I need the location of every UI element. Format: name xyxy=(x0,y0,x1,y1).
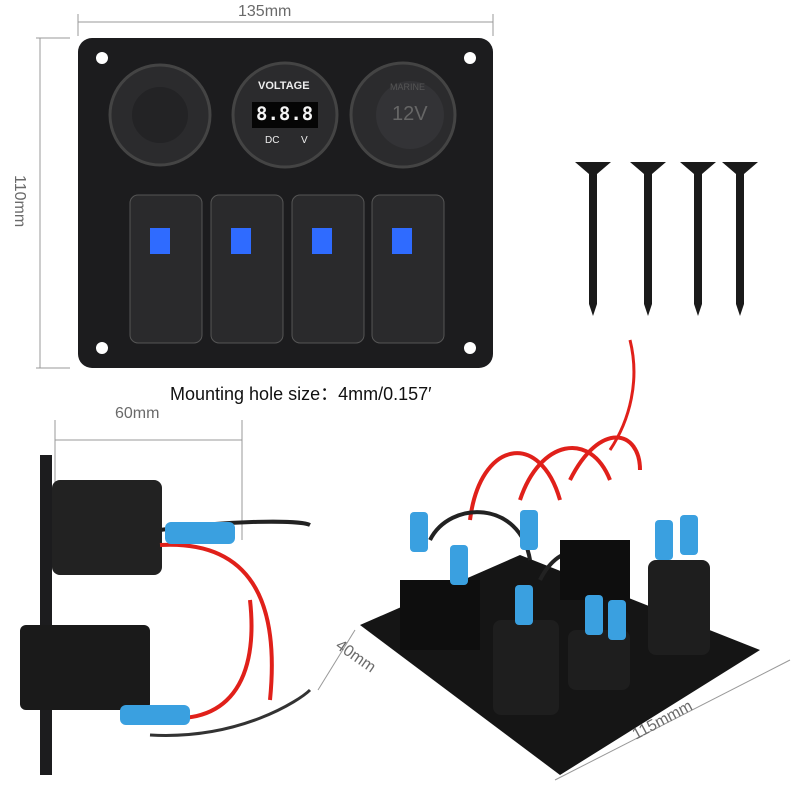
back-view xyxy=(360,339,760,775)
voltmeter-dc-label: DC xyxy=(265,135,280,146)
voltmeter-title: VOLTAGE xyxy=(258,80,310,92)
socket-top-text: MARINE xyxy=(390,82,426,92)
socket-center-text: 12V xyxy=(392,103,428,125)
mounting-holes xyxy=(96,52,476,354)
dimension-lines xyxy=(36,14,791,781)
panel-width-label: 135mm xyxy=(238,3,292,20)
panel-height-label: 110mm xyxy=(11,175,28,228)
screws xyxy=(575,162,758,316)
mounting-hole-note: Mounting hole size：4mm/0.157′ xyxy=(170,384,432,404)
side-view xyxy=(20,455,312,775)
voltmeter-v-label: V xyxy=(301,135,308,146)
depth-label: 60mm xyxy=(115,405,160,422)
rocker-switches xyxy=(129,194,445,344)
voltmeter-reading: 8.8.8 xyxy=(256,103,314,125)
